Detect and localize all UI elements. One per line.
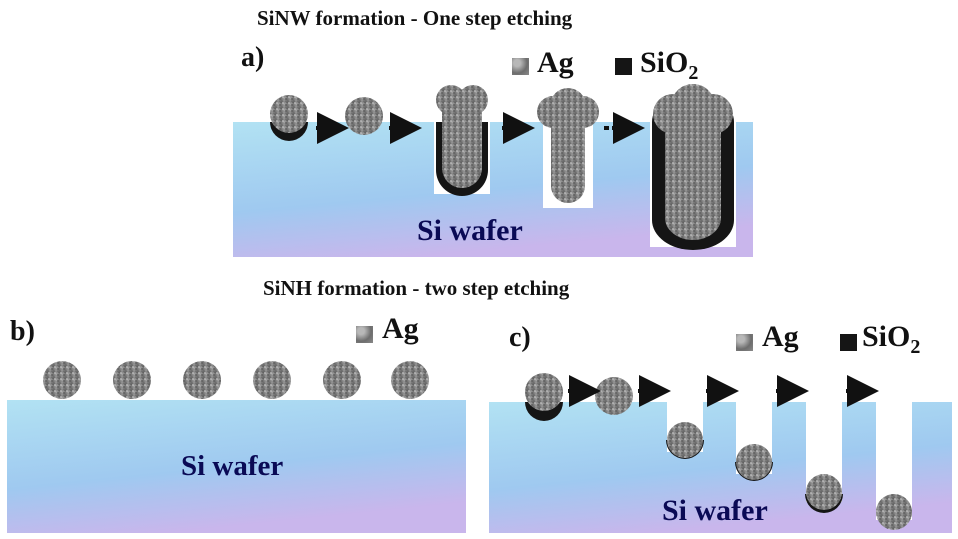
ag-particle-b-1 — [43, 361, 81, 399]
ag-particle-b-6 — [391, 361, 429, 399]
legend-c-sio2-swatch — [840, 334, 857, 351]
legend-a-ag-label: Ag — [537, 46, 574, 79]
legend-a-sio2-swatch — [615, 58, 632, 75]
ag-cap-a-4c — [550, 88, 586, 124]
ag-particle-c-2 — [595, 377, 633, 415]
ag-particle-c-4 — [736, 444, 772, 480]
legend-c-sio2-label: SiO2 — [862, 320, 920, 359]
legend-c-ag-label: Ag — [762, 320, 799, 353]
panel-b-label: b) — [10, 316, 35, 347]
title-one-step: SiNW formation - One step etching — [257, 6, 573, 30]
ag-column-a-5 — [665, 120, 721, 240]
ag-cap-a-3c — [444, 92, 480, 128]
panel-a — [233, 84, 753, 257]
ag-particle-c-3 — [667, 422, 703, 458]
panel-c-label: c) — [509, 322, 531, 353]
legend-c-sio2-sub: 2 — [910, 336, 921, 358]
ag-particle-c-1 — [525, 373, 563, 411]
ag-cap-a-5c — [671, 84, 715, 128]
ag-column-a-3 — [442, 112, 482, 188]
panel-c — [489, 373, 952, 533]
ag-column-a-4 — [551, 118, 585, 203]
legend-a-sio2-main: SiO — [640, 46, 689, 79]
ag-particle-c-5 — [806, 474, 842, 510]
wafer-a-label: Si wafer — [417, 214, 523, 247]
wafer-c — [489, 402, 952, 533]
ag-particle-c-6 — [876, 494, 912, 530]
legend-b-ag-swatch — [356, 326, 373, 343]
ag-particle-b-2 — [113, 361, 151, 399]
ag-particle-a-1 — [270, 95, 308, 133]
ag-particle-b-5 — [323, 361, 361, 399]
title-two-step: SiNH formation - two step etching — [263, 276, 570, 300]
legend-c-ag-swatch — [736, 334, 753, 351]
panel-a-label: a) — [241, 42, 265, 73]
legend-b-ag-label: Ag — [382, 312, 419, 345]
panel-b — [7, 361, 466, 533]
wafer-c-label: Si wafer — [662, 494, 768, 527]
wafer-b — [7, 400, 466, 533]
ag-particle-b-4 — [253, 361, 291, 399]
ag-particle-b-3 — [183, 361, 221, 399]
legend-a-sio2-sub: 2 — [688, 62, 699, 84]
legend-a-sio2-label: SiO2 — [640, 46, 698, 85]
legend-c-sio2-main: SiO — [862, 320, 911, 353]
legend-a-ag-swatch — [512, 58, 529, 75]
wafer-b-label: Si wafer — [181, 450, 284, 482]
ag-particle-a-2 — [345, 97, 383, 135]
